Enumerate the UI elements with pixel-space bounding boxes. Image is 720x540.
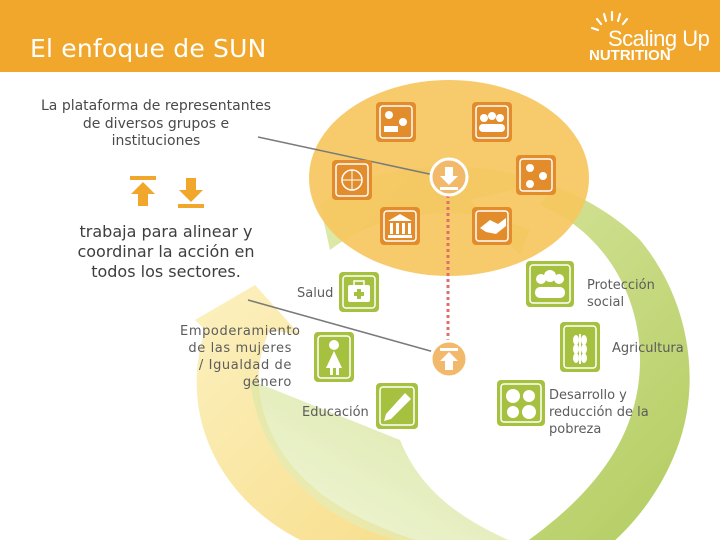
group-icon (472, 102, 512, 142)
arrow-down-icon (178, 178, 204, 208)
handshake-icon (472, 207, 512, 245)
connector-sectors (247, 299, 435, 353)
arrow-up-icon (130, 176, 156, 206)
upload-icon (429, 339, 469, 379)
sector-proteccion-label: Protección social (587, 278, 655, 310)
circles-icon (497, 380, 545, 426)
woman-icon (314, 332, 354, 382)
sector-agricultura-label: Agricultura (612, 341, 684, 356)
download-icon (429, 157, 469, 197)
cycle-arrow-green-lower (250, 380, 509, 540)
connector-platform (257, 136, 435, 176)
platform-description: La plataforma de representantes de diver… (40, 98, 271, 149)
sun-logo: Scaling Up NUTRITION (586, 6, 714, 64)
sun-rays-icon (590, 10, 629, 32)
sector-educacion-label: Educación (302, 405, 369, 420)
sector-empowerment-label: Empoderamiento de las mujeres / Igualdad… (180, 324, 301, 391)
coins-icon (516, 155, 556, 195)
people-icon (526, 261, 574, 307)
wheat-icon (560, 322, 600, 372)
pencil-icon (376, 383, 418, 429)
first-aid-kit-icon (339, 272, 379, 312)
sector-desarrollo-label: Desarrollo y reducción de la pobreza (549, 388, 649, 437)
sector-salud-label: Salud (297, 286, 334, 301)
logo-scaling-up: Scaling Up (608, 26, 710, 51)
header-bar: El enfoque de SUN Scaling Up NUTRITION (0, 0, 720, 72)
logo-nutrition: NUTRITION (589, 47, 671, 64)
works-description: trabaja para alinear y coordinar la acci… (77, 222, 255, 281)
bank-icon (380, 207, 420, 245)
slide-title: El enfoque de SUN (30, 34, 267, 63)
cycle-arrow-light (195, 285, 416, 540)
meeting-icon (376, 102, 416, 142)
un-emblem-icon (332, 160, 372, 200)
